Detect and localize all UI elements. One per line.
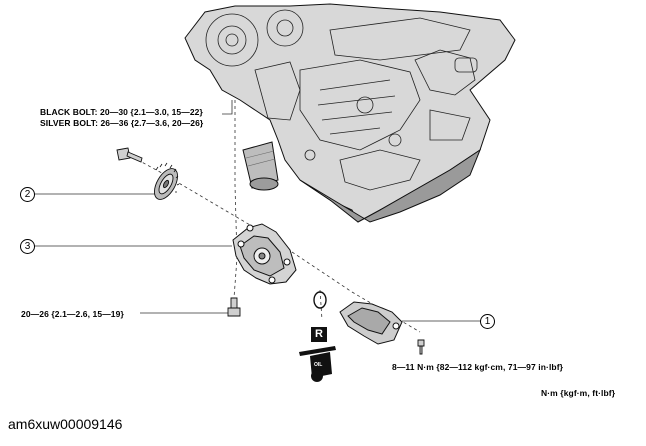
pump-bolt — [227, 297, 241, 317]
o-ring — [313, 291, 327, 309]
replace-symbol: R — [311, 327, 327, 342]
black-bolt-torque: BLACK BOLT: 20—30 {2.1—3.0, 15—22} — [40, 107, 203, 117]
oil-filter — [242, 141, 279, 191]
sprocket-bolt — [116, 147, 143, 163]
engine-block — [184, 3, 516, 223]
callout-1: 1 — [480, 314, 495, 329]
callout-2: 2 — [20, 187, 35, 202]
silver-bolt-torque: SILVER BOLT: 26—36 {2.7—3.6, 20—26} — [40, 118, 204, 128]
oil-strainer — [339, 301, 403, 345]
strainer-bolt — [417, 339, 425, 355]
pump-bolt-torque: 20—26 {2.1—2.6, 15—19} — [21, 309, 124, 319]
leader-lines — [33, 100, 493, 322]
oil-pump-sprocket — [154, 162, 180, 200]
callout-3: 3 — [20, 239, 35, 254]
oil-pump — [232, 223, 297, 285]
oil-symbol-label: OIL — [314, 362, 323, 368]
strainer-bolt-torque: 8—11 N·m {82—112 kgf·cm, 71—97 in·lbf} — [392, 362, 564, 372]
oil-can-icon — [299, 346, 336, 382]
torque-units: N·m {kgf·m, ft·lbf} — [541, 388, 616, 398]
figure-id: am6xuw00009146 — [8, 416, 123, 432]
assembly-lines — [126, 100, 421, 333]
